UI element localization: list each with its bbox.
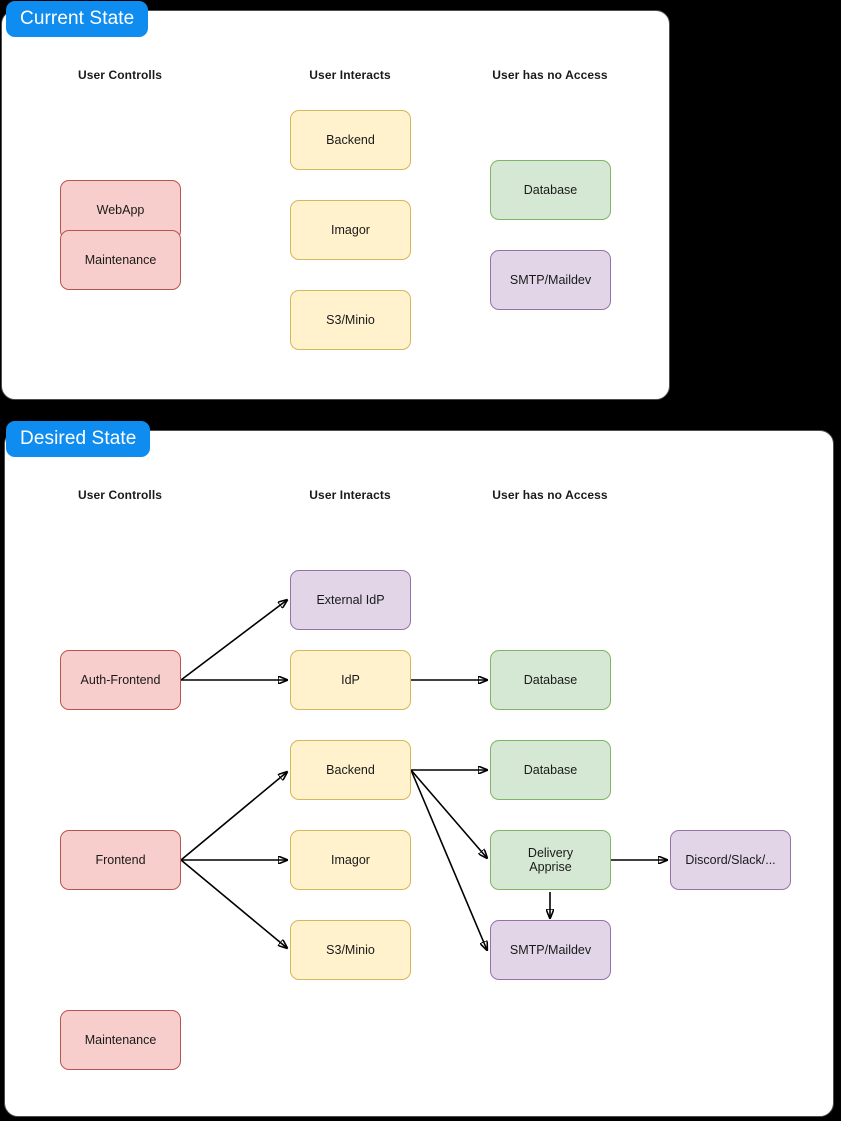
node-maintenance-desired[interactable]: Maintenance	[60, 1010, 181, 1070]
node-frontend[interactable]: Frontend	[60, 830, 181, 890]
column-header-user-controls-1: User Controlls	[77, 68, 163, 82]
node-database-backend[interactable]: Database	[490, 740, 611, 800]
node-database[interactable]: Database	[490, 160, 611, 220]
node-s3-minio[interactable]: S3/Minio	[290, 290, 411, 350]
node-auth-frontend[interactable]: Auth-Frontend	[60, 650, 181, 710]
column-header-user-no-access-2: User has no Access	[492, 488, 608, 502]
node-s3-minio-desired[interactable]: S3/Minio	[290, 920, 411, 980]
panel-badge-desired-state: Desired State	[6, 421, 151, 457]
node-backend-desired[interactable]: Backend	[290, 740, 411, 800]
column-header-user-controls-2: User Controlls	[77, 488, 163, 502]
node-smtp-maildev-desired[interactable]: SMTP/Maildev	[490, 920, 611, 980]
node-discord-slack[interactable]: Discord/Slack/...	[670, 830, 791, 890]
column-header-user-interacts-1: User Interacts	[309, 68, 391, 82]
node-imagor-desired[interactable]: Imagor	[290, 830, 411, 890]
column-header-user-no-access-1: User has no Access	[492, 68, 608, 82]
node-delivery-apprise[interactable]: Delivery Apprise	[490, 830, 611, 890]
node-database-idp[interactable]: Database	[490, 650, 611, 710]
node-idp[interactable]: IdP	[290, 650, 411, 710]
node-maintenance[interactable]: Maintenance	[60, 230, 181, 290]
column-header-user-interacts-2: User Interacts	[309, 488, 391, 502]
node-external-idp[interactable]: External IdP	[290, 570, 411, 630]
node-smtp-maildev[interactable]: SMTP/Maildev	[490, 250, 611, 310]
node-imagor[interactable]: Imagor	[290, 200, 411, 260]
panel-badge-current-state: Current State	[6, 1, 149, 37]
node-backend[interactable]: Backend	[290, 110, 411, 170]
